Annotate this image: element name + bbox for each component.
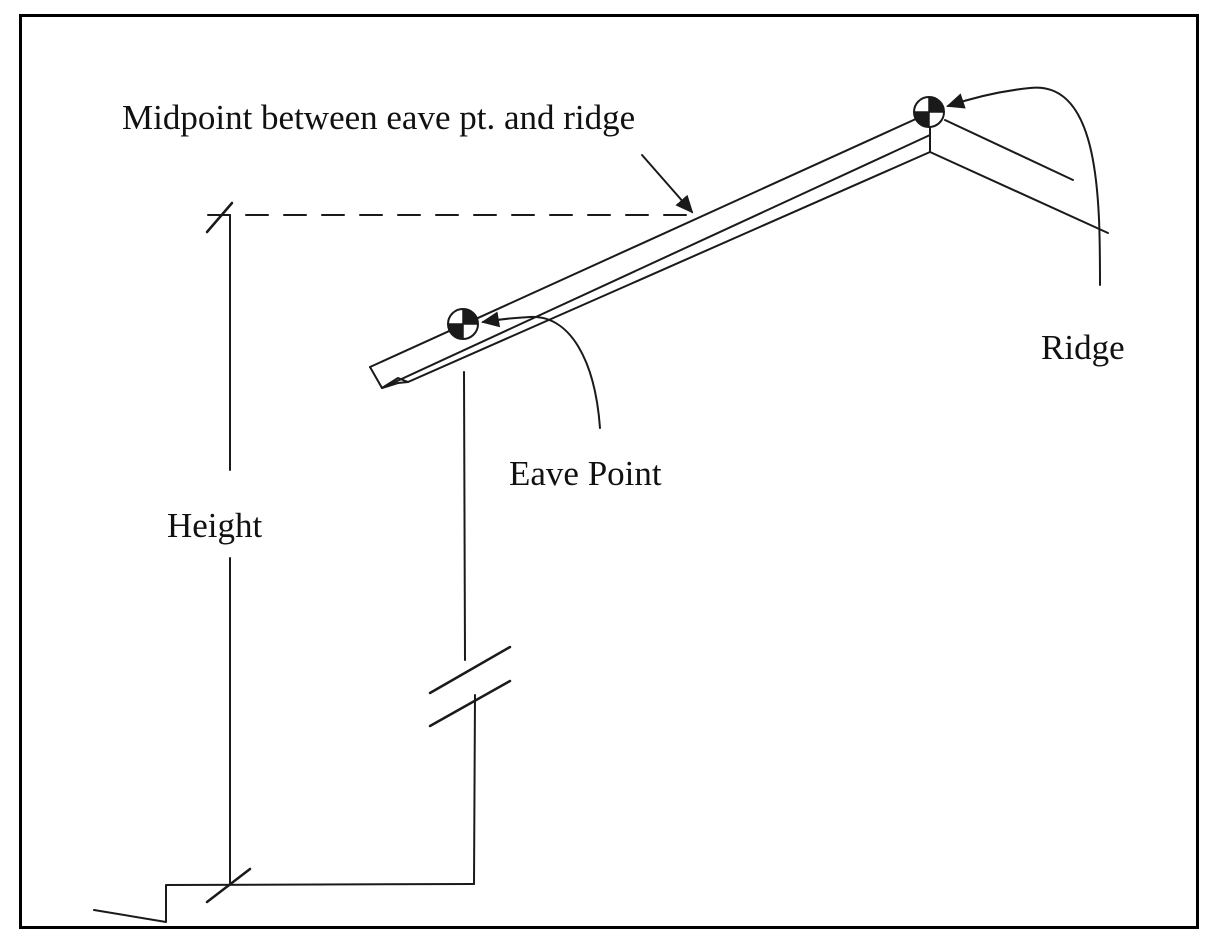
ridge-leader-arrow: [946, 86, 1101, 286]
height-tick-bottom: [205, 867, 252, 904]
wall: [428, 371, 512, 885]
height-dimension: [205, 201, 701, 904]
ground-line: [93, 883, 475, 923]
roof-middle-edge: [381, 134, 931, 389]
wall-break-mark-2: [428, 679, 512, 728]
diagram-frame: [19, 14, 1199, 929]
height-label: Height: [167, 506, 263, 545]
eave-leader-arrow: [481, 311, 601, 429]
roof-bottom-edge: [407, 151, 931, 383]
wall-lower: [473, 694, 476, 885]
roof-slab: [369, 117, 931, 389]
eave-target-icon: [447, 308, 479, 340]
height-tick-top: [205, 201, 234, 234]
eave-end-step: [369, 366, 409, 389]
eave-point-label: Eave Point: [509, 454, 662, 493]
midpoint-label: Midpoint between eave pt. and ridge: [122, 98, 636, 137]
wall-upper: [463, 371, 466, 661]
eave-fascia: [381, 377, 409, 389]
wall-break-mark-1: [428, 645, 512, 695]
ridge-target-icon: [913, 96, 945, 128]
ridge-label: Ridge: [1041, 328, 1125, 367]
far-slope-upper: [944, 119, 1074, 181]
midpoint-arrow: [641, 154, 694, 214]
ground: [93, 883, 475, 923]
ridge-far-slope: [929, 114, 1109, 234]
far-slope-lower: [929, 151, 1109, 234]
